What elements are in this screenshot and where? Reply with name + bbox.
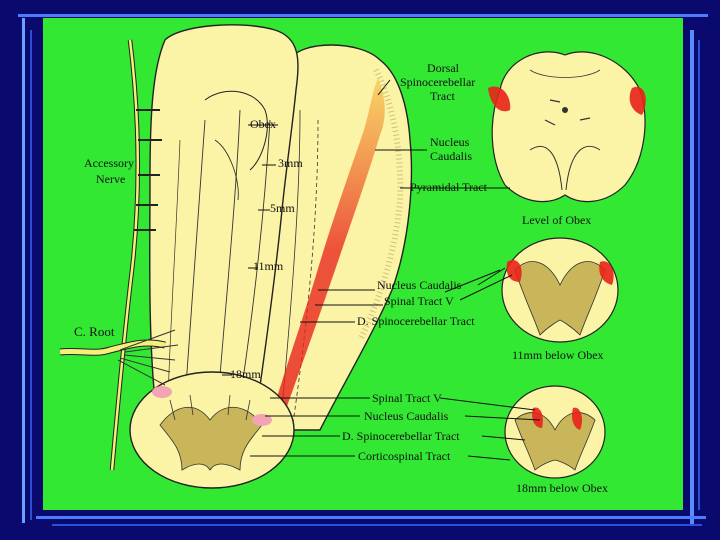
frame-line-bottom-2 xyxy=(52,524,702,526)
label-corticospinal: Corticospinal Tract xyxy=(358,449,451,463)
brainstem-body xyxy=(149,24,413,431)
label-d-spino-mid: D. Spinocerebellar Tract xyxy=(357,314,475,328)
c-root-nerve xyxy=(59,329,179,386)
caption-obex-level: Level of Obex xyxy=(522,213,591,227)
caption-18mm: 18mm below Obex xyxy=(516,481,608,495)
section-18mm xyxy=(504,385,606,479)
label-dorsal-3: Tract xyxy=(430,89,456,103)
label-obex: Obex xyxy=(250,117,276,131)
label-11mm: 11mm xyxy=(253,259,284,273)
accessory-nerve xyxy=(109,39,162,471)
label-3mm: 3mm xyxy=(278,156,303,170)
label-5mm: 5mm xyxy=(270,201,295,215)
section-11mm xyxy=(501,237,619,343)
frame-line-top xyxy=(18,14,708,17)
leader-lines xyxy=(222,79,541,461)
frame-line-left-inner xyxy=(30,30,32,520)
label-spinal-tract-low: Spinal Tract V xyxy=(372,391,442,405)
label-nucleus-2: Caudalis xyxy=(430,149,472,163)
label-pyramidal: Pyramidal Tract xyxy=(410,180,488,194)
frame-line-right xyxy=(690,30,694,525)
label-nucleus-caudalis-mid: Nucleus Caudalis xyxy=(377,278,462,292)
spinal-cord-base xyxy=(129,371,295,489)
frame-line-left xyxy=(22,18,25,523)
section-obex-level xyxy=(488,51,646,203)
label-dorsal-2: Spinocerebellar xyxy=(400,75,475,89)
caption-11mm: 11mm below Obex xyxy=(512,348,604,362)
label-18mm: 18mm xyxy=(230,367,261,381)
label-nucleus-caudalis-low: Nucleus Caudalis xyxy=(364,409,449,423)
label-accessory-1: Accessory xyxy=(84,156,134,170)
label-spinal-tract-mid: Spinal Tract V xyxy=(384,294,454,308)
frame-line-right-inner xyxy=(698,40,700,510)
label-nucleus-1: Nucleus xyxy=(430,135,470,149)
label-accessory-2: Nerve xyxy=(96,172,125,186)
frame-line-bottom xyxy=(36,516,706,519)
label-c-root: C. Root xyxy=(74,324,115,339)
diagram-labels: Obex 3mm 5mm 11mm 18mm Accessory Nerve C… xyxy=(74,61,608,495)
label-d-spino-low: D. Spinocerebellar Tract xyxy=(342,429,460,443)
label-dorsal-1: Dorsal xyxy=(427,61,460,75)
